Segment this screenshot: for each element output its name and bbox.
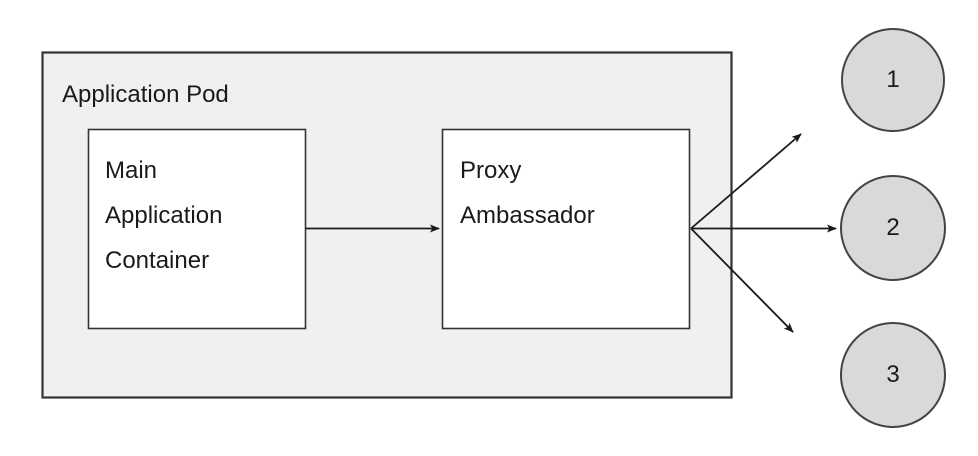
connector-proxy-to-endpoint-1 [690,133,802,230]
endpoint-label-1: 1 [886,66,900,93]
proxy-ambassador-label: Proxy Ambassador [460,157,595,229]
proxy-ambassador-box [441,128,691,330]
application-pod-label: Application Pod [62,81,229,108]
endpoint-circle-1 [841,28,945,132]
endpoint-label-2: 2 [886,214,900,241]
main-application-container-label: Main Application Container [105,157,223,274]
endpoint-circle-3 [840,322,946,428]
endpoint-label-3: 3 [886,361,900,388]
connector-proxy-to-endpoint-3 [690,227,794,333]
endpoint-circle-2 [840,175,946,281]
main-application-container-box [87,128,307,330]
